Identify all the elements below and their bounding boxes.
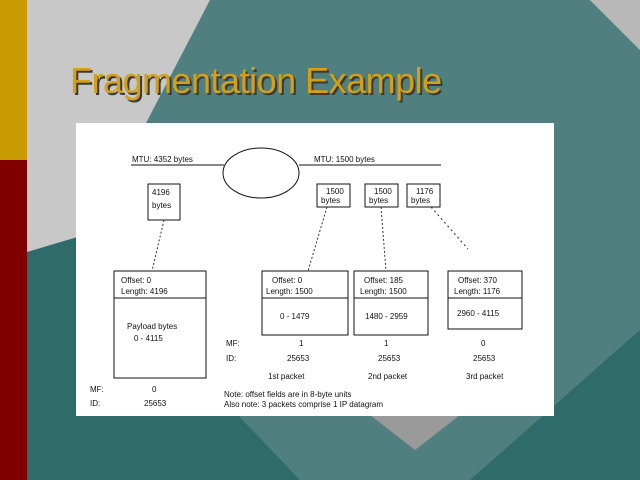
router-ellipse [222, 147, 300, 199]
note-offset-units: Note: offset fields are in 8-byte units [224, 390, 351, 399]
fragment-size-unit-3: bytes [411, 196, 430, 205]
fragment-id-3: 25653 [473, 354, 496, 363]
fragment-offset-3: Offset: 370 [458, 276, 498, 285]
fragment-size-box-1 [316, 183, 351, 208]
incoming-size: 4196 [152, 188, 170, 197]
fragment-mf-3: 0 [481, 339, 486, 348]
fragment-length-3: Length: 1176 [454, 287, 501, 296]
fragment-packet-2 [353, 270, 429, 336]
original-payload-label: Payload bytes [127, 322, 177, 331]
fragment-mf-1: 1 [299, 339, 304, 348]
fragment-packet-3 [447, 270, 523, 330]
fragment-label-3: 3rd packet [466, 372, 504, 381]
note-packets-datagram: Also note: 3 packets comprise 1 IP datag… [224, 400, 383, 409]
original-length: Length: 4196 [121, 287, 168, 296]
fragment-size-unit-2: bytes [369, 196, 388, 205]
original-id-value: 25653 [144, 399, 167, 408]
connector-1 [307, 206, 328, 272]
connector-3 [430, 206, 469, 250]
original-payload-range: 0 - 4115 [134, 334, 163, 343]
fragment-length-2: Length: 1500 [360, 287, 407, 296]
fragment-size-unit-1: bytes [321, 196, 340, 205]
fragment-size-1: 1500 [326, 187, 344, 196]
fragment-size-3: 1176 [416, 187, 434, 196]
original-offset: Offset: 0 [121, 276, 152, 285]
mtu-left-label: MTU: 4352 bytes [132, 155, 193, 164]
fragment-size-box-3 [406, 183, 441, 208]
diagram-canvas: MTU: 4352 bytes MTU: 1500 bytes 4196 byt… [90, 147, 523, 409]
original-mf-value: 0 [152, 385, 157, 394]
original-mf-label: MF: [90, 385, 104, 394]
fragment-range-3: 2960 - 4115 [457, 309, 500, 318]
fragment-offset-2: Offset: 185 [364, 276, 404, 285]
fragmentation-diagram: MTU: 4352 bytes MTU: 1500 bytes 4196 byt… [76, 123, 554, 416]
original-packet [113, 270, 207, 379]
fragment-id-1: 25653 [287, 354, 310, 363]
original-id-label: ID: [90, 399, 100, 408]
fragment-size-2: 1500 [374, 187, 392, 196]
connector-2 [380, 206, 387, 272]
fragment-range-2: 1480 - 2959 [365, 312, 408, 321]
fragment-range-1: 0 - 1479 [280, 312, 310, 321]
incoming-unit: bytes [152, 201, 171, 210]
fragment-mf-2: 1 [384, 339, 389, 348]
fragment-label-1: 1st packet [268, 372, 305, 381]
fragment-length-1: Length: 1500 [266, 287, 313, 296]
fragment-offset-1: Offset: 0 [272, 276, 303, 285]
slide-title: Fragmentation Example [70, 60, 442, 101]
fragment-label-2: 2nd packet [368, 372, 408, 381]
fragment-packet-1 [261, 270, 349, 336]
mtu-right-label: MTU: 1500 bytes [314, 155, 375, 164]
fragment-mf-label: MF: [226, 339, 240, 348]
fragment-id-2: 25653 [378, 354, 401, 363]
fragment-id-label: ID: [226, 354, 236, 363]
incoming-connector [151, 219, 165, 272]
